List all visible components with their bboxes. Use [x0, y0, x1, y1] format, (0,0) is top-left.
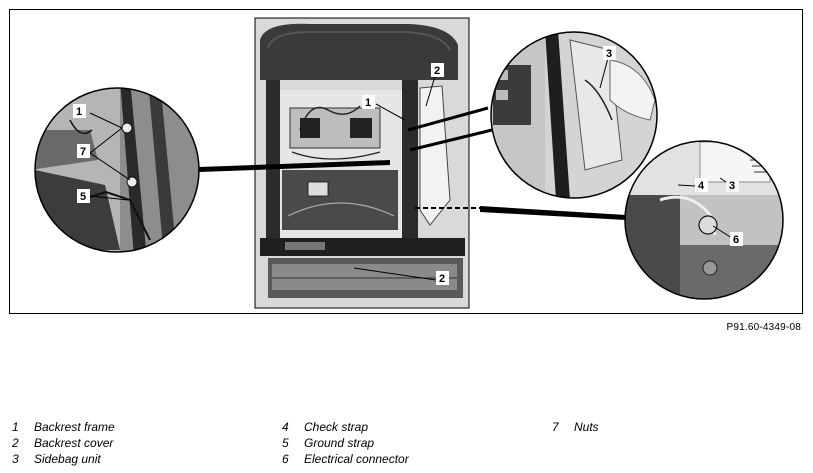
legend-item: 5 Ground strap	[282, 435, 409, 451]
callout-center-2-bottom: 2	[439, 273, 445, 285]
legend-label: Backrest frame	[34, 420, 115, 434]
callout-right-top-3: 3	[606, 48, 612, 60]
callout-center-2-top: 2	[434, 65, 440, 77]
legend-label: Backrest cover	[34, 436, 114, 450]
legend-item: 4 Check strap	[282, 419, 409, 435]
callout-right-bottom-3: 3	[729, 180, 735, 192]
legend-label: Electrical connector	[304, 452, 409, 466]
legend-item: 2 Backrest cover	[12, 435, 115, 451]
callout-left-1: 1	[76, 106, 82, 118]
connector-lines	[199, 106, 626, 220]
callout-left-7: 7	[80, 146, 86, 158]
figure-frame: 1 7 5 1 2 2 3 4 3 6	[9, 9, 803, 314]
callout-right-bottom-4: 4	[698, 180, 705, 192]
legend-label: Nuts	[574, 420, 599, 434]
callout-left-5: 5	[80, 191, 86, 203]
figure-code: P91.60-4349-08	[726, 322, 801, 333]
legend-number: 1	[12, 420, 19, 434]
legend-number: 2	[12, 436, 19, 450]
legend-item: 7 Nuts	[552, 419, 599, 435]
right-bottom-detail-circle	[624, 140, 784, 300]
legend-label: Sidebag unit	[34, 452, 101, 466]
legend-item: 1 Backrest frame	[12, 419, 115, 435]
legend-label: Ground strap	[304, 436, 375, 450]
legend-number: 5	[282, 436, 289, 450]
legend-item: 3 Sidebag unit	[12, 451, 115, 467]
legend-number: 4	[282, 420, 289, 434]
right-top-detail-circle	[490, 31, 658, 199]
legend-column-2: 4 Check strap 5 Ground strap 6 Electrical c…	[282, 419, 409, 467]
legend-item: 6 Electrical connector	[282, 451, 409, 467]
callout-center-1: 1	[365, 97, 371, 109]
legend-label: Check strap	[304, 420, 369, 434]
legend-number: 7	[552, 420, 559, 434]
left-detail-circle	[34, 87, 200, 253]
legend-column-1: 1 Backrest frame 2 Backrest cover 3 Sidebag…	[12, 419, 115, 467]
seat-backrest-diagram: 1 7 5 1 2 2 3 4 3 6	[34, 17, 784, 309]
callout-right-bottom-6: 6	[733, 234, 739, 246]
legend-number: 3	[12, 452, 19, 466]
legend-column-3: 7 Nuts	[552, 419, 599, 435]
callouts: 1 7 5 1 2 2 3 4 3 6	[73, 46, 743, 285]
legend-number: 6	[282, 452, 289, 466]
